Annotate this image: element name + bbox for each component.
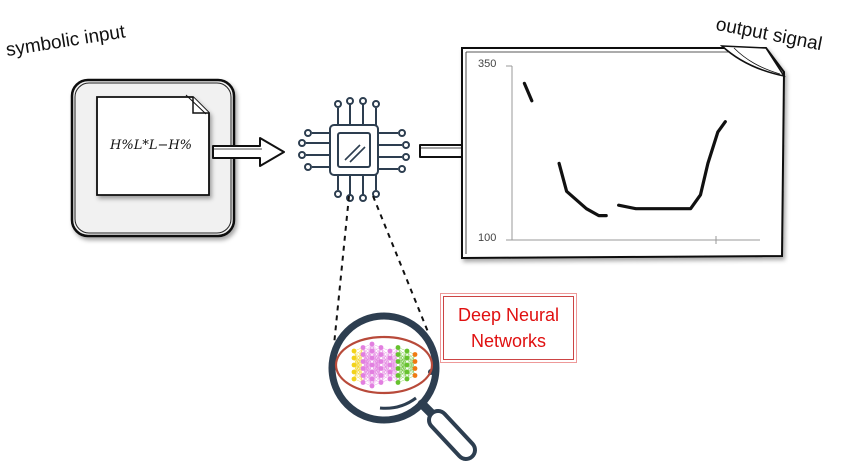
- network-node: [360, 380, 366, 385]
- network-edge: [389, 347, 399, 366]
- network-node: [395, 352, 401, 357]
- network-node: [378, 352, 384, 357]
- network-node: [404, 362, 410, 368]
- network-node: [404, 355, 410, 361]
- network-edge: [362, 343, 373, 362]
- network-node: [395, 366, 401, 371]
- network-node: [378, 380, 384, 385]
- network-edge: [380, 350, 391, 376]
- series-line-2: [557, 161, 608, 218]
- plot-axes: [506, 65, 760, 244]
- network-node: [387, 369, 393, 375]
- network-node: [378, 345, 384, 350]
- network-node: [387, 348, 393, 354]
- network-node: [360, 373, 366, 378]
- network-node: [378, 366, 384, 371]
- network-node: [378, 373, 384, 378]
- network-edge: [353, 361, 364, 380]
- model-label: Deep Neural Networks: [440, 293, 577, 363]
- network-node: [387, 355, 393, 361]
- y-tick-label-top: 350: [478, 58, 497, 70]
- network-highlight-ring: [334, 335, 434, 395]
- network-node: [395, 380, 401, 385]
- network-edge: [371, 347, 382, 366]
- page-icon: [96, 94, 210, 196]
- network-edge: [353, 347, 364, 366]
- network-node: [369, 362, 375, 368]
- zoom-lines: [333, 195, 429, 346]
- network-node: [360, 359, 366, 364]
- network-edge: [397, 357, 408, 383]
- network-node: [387, 362, 393, 368]
- network-node: [395, 359, 401, 364]
- network-node: [360, 352, 366, 357]
- network-node: [360, 366, 366, 371]
- network-node: [369, 376, 375, 382]
- network-node: [369, 369, 375, 375]
- network-edge: [380, 350, 391, 369]
- network-node: [412, 373, 418, 378]
- network-node: [369, 355, 375, 361]
- network-node: [378, 359, 384, 364]
- network-edge: [380, 364, 391, 383]
- network-node: [369, 383, 375, 389]
- network-edge: [362, 357, 373, 383]
- network-node: [360, 345, 366, 350]
- network-node: [404, 348, 410, 354]
- output-frame: [461, 45, 786, 260]
- network-edge: [353, 354, 364, 380]
- network-edge: [406, 354, 416, 380]
- network-edge: [371, 347, 382, 373]
- network-edge: [397, 350, 408, 376]
- network-node: [369, 341, 375, 347]
- network-edge: [389, 354, 399, 380]
- network-node: [351, 376, 357, 382]
- network-edge: [389, 347, 399, 373]
- series-line-3: [616, 120, 727, 211]
- network-edge: [389, 361, 399, 380]
- model-label-line-2: Networks: [470, 331, 546, 351]
- network-node: [351, 362, 357, 368]
- neural-network-icon: [351, 341, 418, 389]
- network-edge: [397, 350, 408, 369]
- network-edge: [371, 368, 382, 387]
- plot-lines: [522, 81, 727, 218]
- arrow-icon: [212, 137, 285, 167]
- symbolic-formula: H%L*L−H%: [110, 138, 193, 153]
- series-line-1: [522, 81, 534, 103]
- network-edge: [406, 354, 416, 373]
- network-node: [412, 359, 418, 364]
- network-node: [412, 352, 418, 357]
- network-edge: [406, 361, 416, 380]
- y-tick-label-bottom: 100: [478, 232, 497, 244]
- network-edge: [371, 361, 382, 387]
- network-edge: [397, 364, 408, 383]
- network-node: [404, 376, 410, 382]
- network-node: [412, 366, 418, 371]
- network-node: [395, 373, 401, 378]
- network-edge: [380, 357, 391, 383]
- network-edge: [353, 347, 364, 373]
- network-node: [395, 345, 401, 350]
- network-edge: [362, 343, 373, 369]
- chip-icon: [298, 97, 410, 202]
- network-node: [351, 369, 357, 375]
- network-node: [351, 355, 357, 361]
- model-label-line-1: Deep Neural: [457, 305, 560, 325]
- network-node: [369, 348, 375, 354]
- network-edge: [362, 364, 373, 383]
- network-node: [351, 348, 357, 354]
- network-node: [387, 376, 393, 382]
- network-node: [404, 369, 410, 375]
